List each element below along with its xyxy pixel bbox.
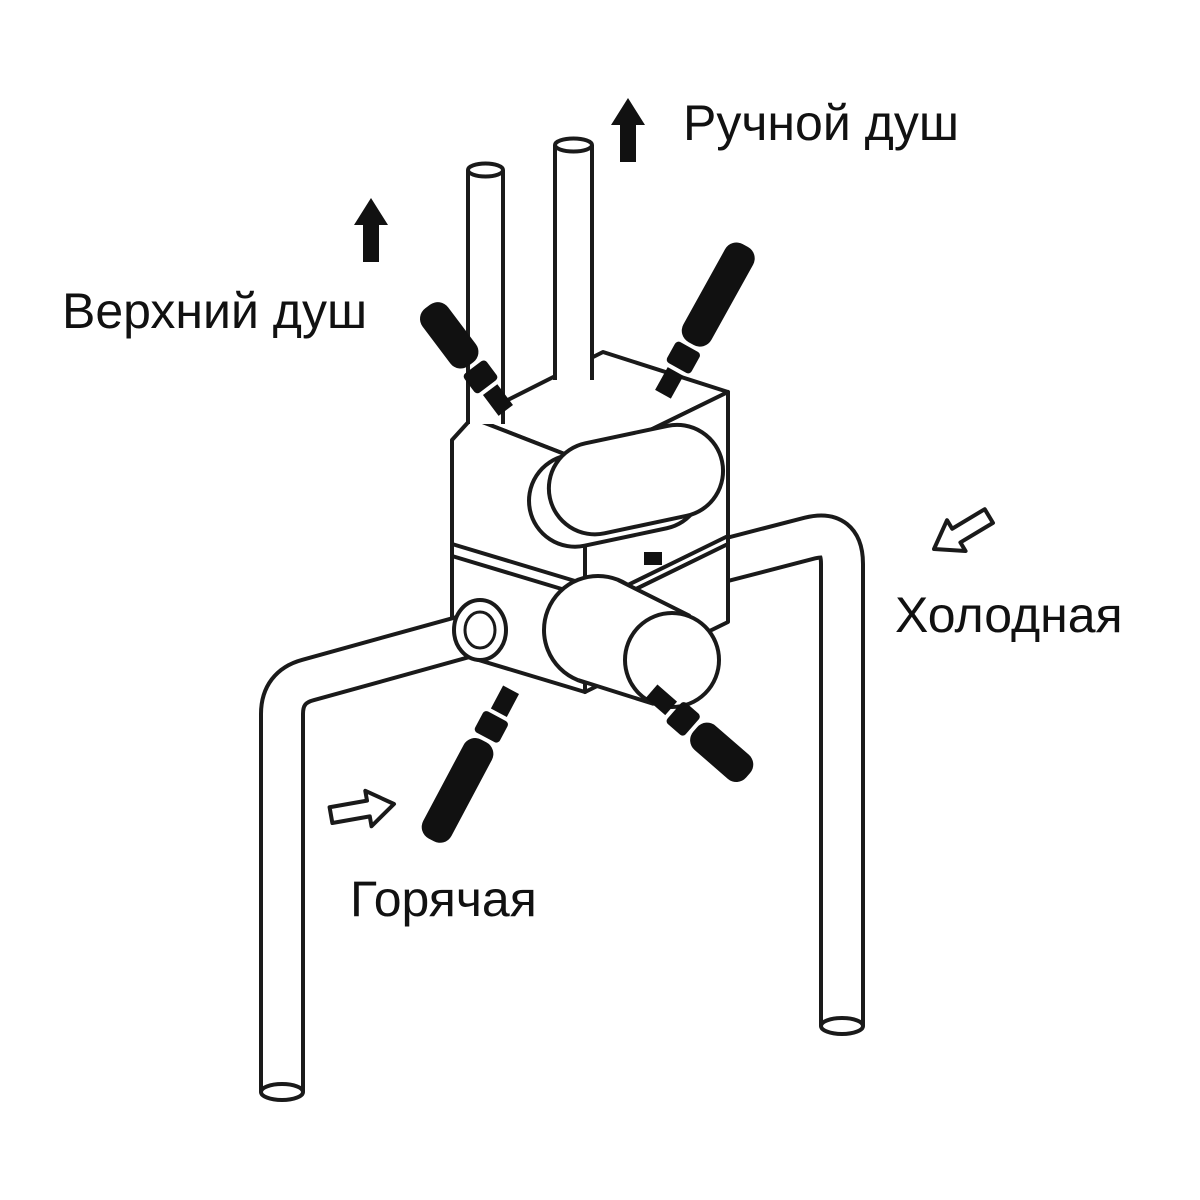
body-seam-line — [451, 542, 586, 586]
mixer-knob — [542, 574, 721, 709]
control-lever-lower-left — [421, 685, 520, 843]
control-lever-upper-right — [655, 242, 755, 399]
hot-water-flow-arrow-icon — [327, 788, 396, 829]
pipe-mouth — [553, 136, 594, 154]
overhead-shower-flow-arrow-icon — [354, 198, 388, 262]
cold-pipe-end-cap — [819, 1016, 865, 1036]
cold-water-label: Холодная — [895, 587, 1123, 643]
mounting-clip — [644, 552, 662, 565]
diverter-knob — [527, 422, 726, 549]
hot-water-label: Горячая — [350, 871, 537, 927]
overhead-shower-label: Верхний душ — [62, 283, 367, 339]
hand-shower-pipe — [553, 136, 594, 380]
hand-shower-label: Ручной душ — [683, 95, 959, 151]
cold-supply-pipe — [696, 513, 865, 1036]
hand-shower-flow-arrow-icon — [611, 98, 645, 162]
hot-supply-pipe — [259, 611, 481, 1102]
cold-water-flow-arrow-icon — [932, 507, 995, 554]
control-lever-lower-right — [645, 684, 754, 783]
pipe-mouth — [466, 161, 505, 179]
hot-inlet-port — [452, 598, 508, 662]
control-lever-upper-left — [419, 302, 513, 416]
hot-pipe-end-cap — [259, 1082, 305, 1102]
